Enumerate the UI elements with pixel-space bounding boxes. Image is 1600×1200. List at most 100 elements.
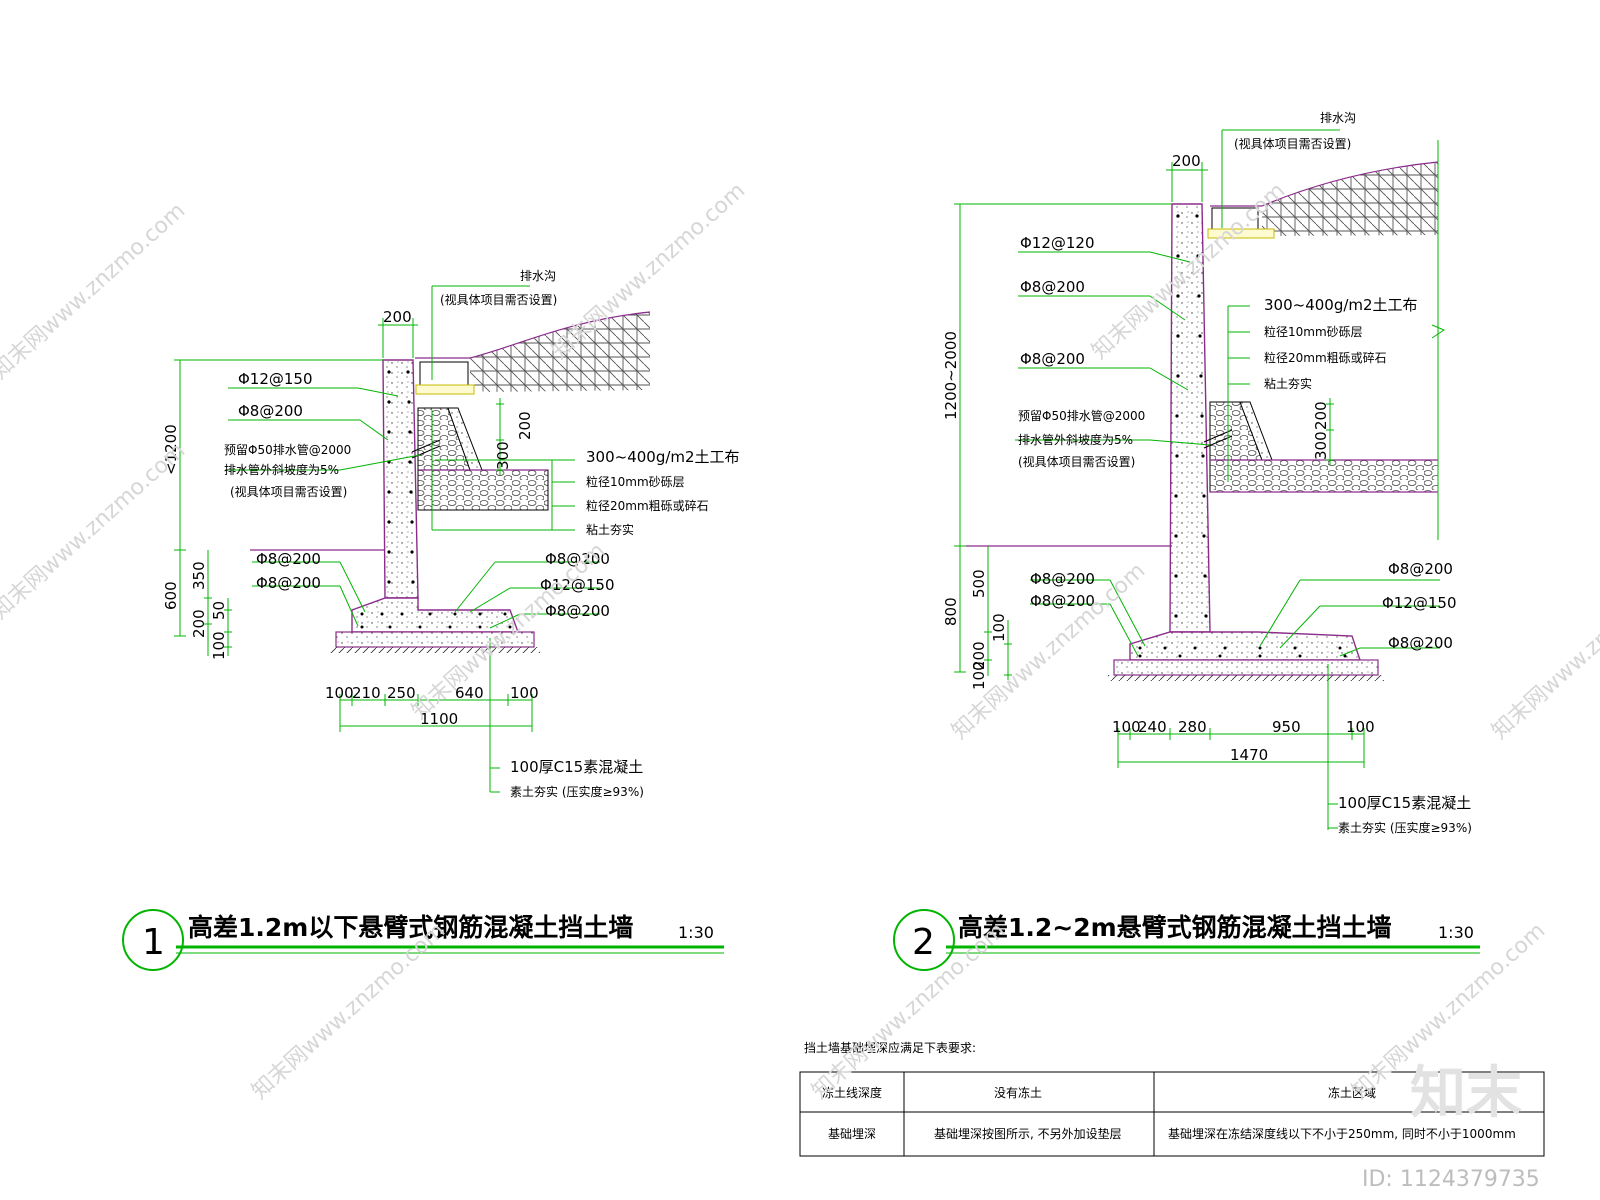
pipe-note-3-2: (视具体项目需否设置): [1018, 454, 1135, 469]
layer-3-1: 粒径20mm粗砾或碎石: [586, 498, 709, 513]
h-dim-1-e: 100: [510, 684, 539, 702]
v-600-1: 600: [162, 581, 180, 610]
height-dim-2: 1200~2000: [942, 331, 960, 420]
watermark-text: 知末网www.znzmo.com: [1487, 558, 1600, 744]
h-total-1: 1100: [420, 710, 458, 728]
pipe-note-3-1: (视具体项目需否设置): [230, 484, 347, 499]
table-cell-2: 基础埋深在冻结深度线以下不小于250mm, 同时不小于1000mm: [1168, 1126, 1516, 1141]
drain-note-2: (视具体项目需否设置): [1234, 136, 1351, 151]
v-200-2: 200: [970, 641, 988, 670]
base-right-1-2: Φ8@200: [1388, 560, 1453, 578]
h-dim-1-a: 100: [325, 684, 354, 702]
table-cell-0: 基础埋深: [828, 1127, 876, 1141]
pipe-note-1-2: 预留Φ50排水管@2000: [1018, 408, 1145, 423]
found-2-2: 素土夯实 (压实度≥93%): [1338, 820, 1472, 835]
h-dim-2-d: 950: [1272, 718, 1301, 736]
backfill-soil-1: [470, 312, 650, 392]
dimension-lines-1: [174, 285, 600, 793]
found-2-1: 素土夯实 (压实度≥93%): [510, 784, 644, 799]
gravel-layer-2: [1209, 459, 1439, 493]
dimension-lines-2: [954, 129, 1440, 830]
pipe-note-2-2: 排水管外斜坡度为5%: [1018, 432, 1133, 447]
layer-1-2: 300~400g/m2土工布: [1264, 296, 1418, 314]
pipe-note-2-1: 排水管外斜坡度为5%: [224, 462, 339, 477]
v-200-1: 200: [190, 609, 208, 638]
drain-note-1: (视具体项目需否设置): [440, 292, 557, 307]
depth-table: 挡土墙基础埋深应满足下表要求: 冻土线深度 没有冻土 冻土区域 基础埋深 基础埋…: [799, 1040, 1545, 1157]
foundation-2: [1113, 659, 1379, 676]
h-dim-2-b: 240: [1138, 718, 1167, 736]
found-1-2: 100厚C15素混凝土: [1338, 794, 1471, 812]
filter-dim-2-2: 300: [1312, 431, 1330, 460]
h-dim-2-e: 100: [1346, 718, 1375, 736]
scale-2: 1:30: [1438, 923, 1474, 942]
table-cell-1: 基础埋深按图所示, 不另外加设垫层: [934, 1126, 1122, 1141]
h-dim-1-c: 250: [387, 684, 416, 702]
scale-1: 1:30: [678, 923, 714, 942]
title-badge-1: [122, 909, 184, 971]
h-dim-2-a: 100: [1112, 718, 1141, 736]
base-left-1-2: Φ8@200: [1030, 570, 1095, 588]
found-1-1: 100厚C15素混凝土: [510, 758, 643, 776]
wall-top-dim-2: 200: [1172, 152, 1201, 170]
table-header-0: 冻土线深度: [822, 1085, 882, 1100]
v-50-1: 50: [210, 601, 228, 620]
v-350-1: 350: [190, 561, 208, 590]
layer-3-2: 粒径20mm粗砾或碎石: [1264, 350, 1387, 365]
h-dim-1-d: 640: [455, 684, 484, 702]
title-number-2: 2: [912, 922, 935, 963]
base-left-2-1: Φ8@200: [256, 574, 321, 592]
wall-stem-1: [382, 359, 419, 599]
v-100b-2: 100: [970, 661, 988, 690]
image-id: ID: 1124379735: [1362, 1167, 1540, 1192]
v-100a-2: 100: [990, 613, 1008, 642]
filter-dim-2-1: 300: [494, 441, 512, 470]
h-total-2: 1470: [1230, 746, 1268, 764]
table-caption: 挡土墙基础埋深应满足下表要求:: [804, 1040, 976, 1055]
gravel-layer-1: [417, 469, 549, 511]
layer-4-2: 粘土夯实: [1264, 376, 1312, 391]
base-right-1-1: Φ8@200: [545, 550, 610, 568]
filter-dim-1-1: 200: [516, 411, 534, 440]
ground-curve-1: [415, 311, 651, 359]
base-left-1-1: Φ8@200: [256, 550, 321, 568]
pipe-note-1-1: 预留Φ50排水管@2000: [224, 442, 351, 457]
rebar-a-2: Φ12@120: [1020, 234, 1095, 252]
height-dim-1: <1200: [162, 424, 180, 475]
watermark-text: 知末网www.znzmo.com: [0, 198, 190, 384]
base-right-2-1: Φ12@150: [540, 576, 615, 594]
layer-2-1: 粒径10mm砂砾层: [586, 474, 685, 489]
title-number-1: 1: [142, 922, 165, 963]
rebar-b-1: Φ8@200: [238, 402, 303, 420]
layer-1-1: 300~400g/m2土工布: [586, 448, 740, 466]
title-2: 高差1.2~2m悬臂式钢筋混凝土挡土墙: [958, 913, 1392, 942]
table-header-2: 冻土区域: [1328, 1085, 1376, 1100]
base-right-2-2: Φ12@150: [1382, 594, 1457, 612]
drain-label-2: 排水沟: [1320, 111, 1356, 125]
base-slab-2: [1129, 631, 1361, 661]
v-100-1: 100: [210, 631, 228, 660]
base-right-3-1: Φ8@200: [545, 602, 610, 620]
rebar-b-2: Φ8@200: [1020, 278, 1085, 296]
v-500-2: 500: [970, 569, 988, 598]
table-header-1: 没有冻土: [994, 1085, 1042, 1100]
detail-1: 排水沟 (视具体项目需否设置) 200 <1200 Φ12@150 Φ8@200…: [122, 269, 740, 971]
base-left-2-2: Φ8@200: [1030, 592, 1095, 610]
title-badge-2: [893, 909, 955, 971]
layer-4-1: 粘土夯实: [586, 522, 634, 537]
watermark-text: 知末网www.znzmo.com: [807, 918, 1010, 1104]
filter-dim-1-2: 200: [1312, 401, 1330, 430]
layer-2-2: 粒径10mm砂砾层: [1264, 324, 1363, 339]
wall-top-dim-1: 200: [383, 308, 412, 326]
rebar-dots-1: [360, 370, 512, 629]
rebar-a-1: Φ12@150: [238, 370, 313, 388]
v-800-2: 800: [942, 597, 960, 626]
base-right-3-2: Φ8@200: [1388, 634, 1453, 652]
brand-logo: 知末: [1410, 1061, 1522, 1126]
detail-2: 排水沟 (视具体项目需否设置) 200 1200~2000 Φ12@120 Φ8…: [893, 111, 1480, 971]
backfill-soil-2: [1262, 162, 1438, 236]
rebar-c-2: Φ8@200: [1020, 350, 1085, 368]
drain-label-1: 排水沟: [520, 269, 556, 283]
title-1: 高差1.2m以下悬臂式钢筋混凝土挡土墙: [188, 913, 633, 942]
